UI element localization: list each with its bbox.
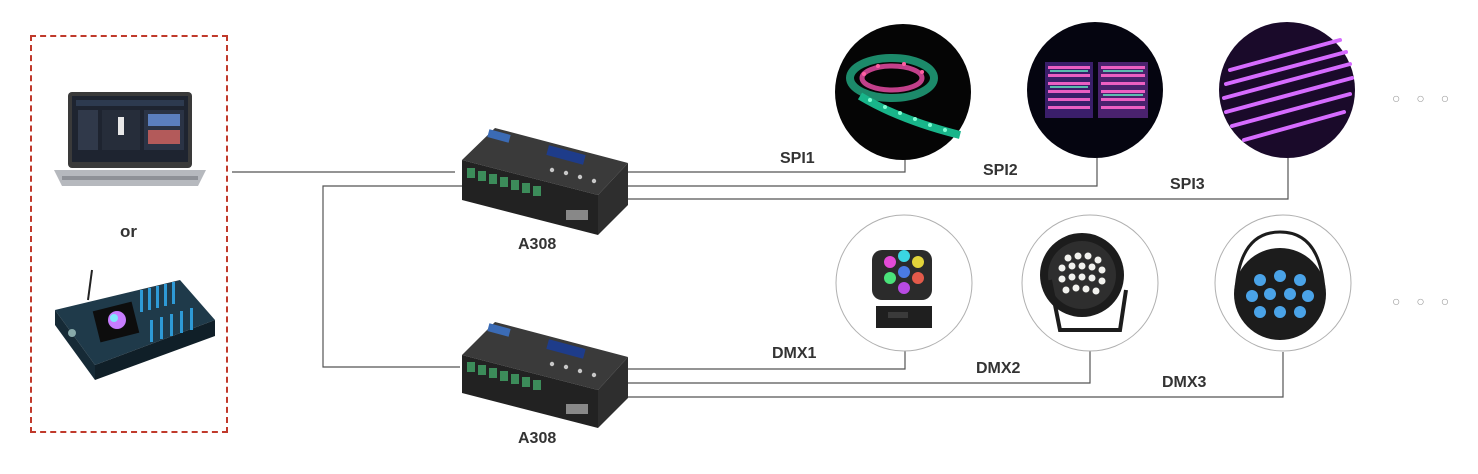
controller-1-label: A308 — [518, 236, 557, 253]
or-label: or — [120, 222, 137, 241]
spi3-label: SPI3 — [1170, 176, 1205, 193]
moving-head-image — [835, 214, 973, 352]
lighting-console-icon — [55, 269, 215, 380]
led-tube-image — [1219, 22, 1355, 158]
par-light-image — [1021, 214, 1159, 352]
dmx1-line — [628, 348, 906, 370]
blue-par-light-image — [1214, 214, 1352, 352]
spi1-line — [628, 152, 906, 173]
dmx3-label: DMX3 — [1162, 374, 1207, 391]
controller-1-device — [462, 128, 628, 235]
more-dmx-indicator: ○ ○ ○ — [1392, 293, 1456, 309]
more-spi-indicator: ○ ○ ○ — [1392, 90, 1456, 106]
dmx2-line — [628, 350, 1091, 384]
laptop-icon — [54, 92, 206, 186]
spi2-line — [628, 155, 1098, 187]
spi2-label: SPI2 — [983, 162, 1018, 179]
source-device-box — [30, 35, 228, 433]
led-matrix-image — [1027, 22, 1163, 158]
dmx1-label: DMX1 — [772, 345, 817, 362]
connection-lines — [232, 152, 1289, 398]
dmx2-label: DMX2 — [976, 360, 1021, 377]
spi1-label: SPI1 — [780, 150, 815, 167]
led-strip-image — [835, 24, 971, 160]
link-controller1-controller2 — [322, 185, 462, 368]
controller-2-label: A308 — [518, 430, 557, 447]
controller-2-device — [462, 322, 628, 428]
dmx3-line — [628, 352, 1284, 398]
spi3-line — [628, 153, 1289, 200]
